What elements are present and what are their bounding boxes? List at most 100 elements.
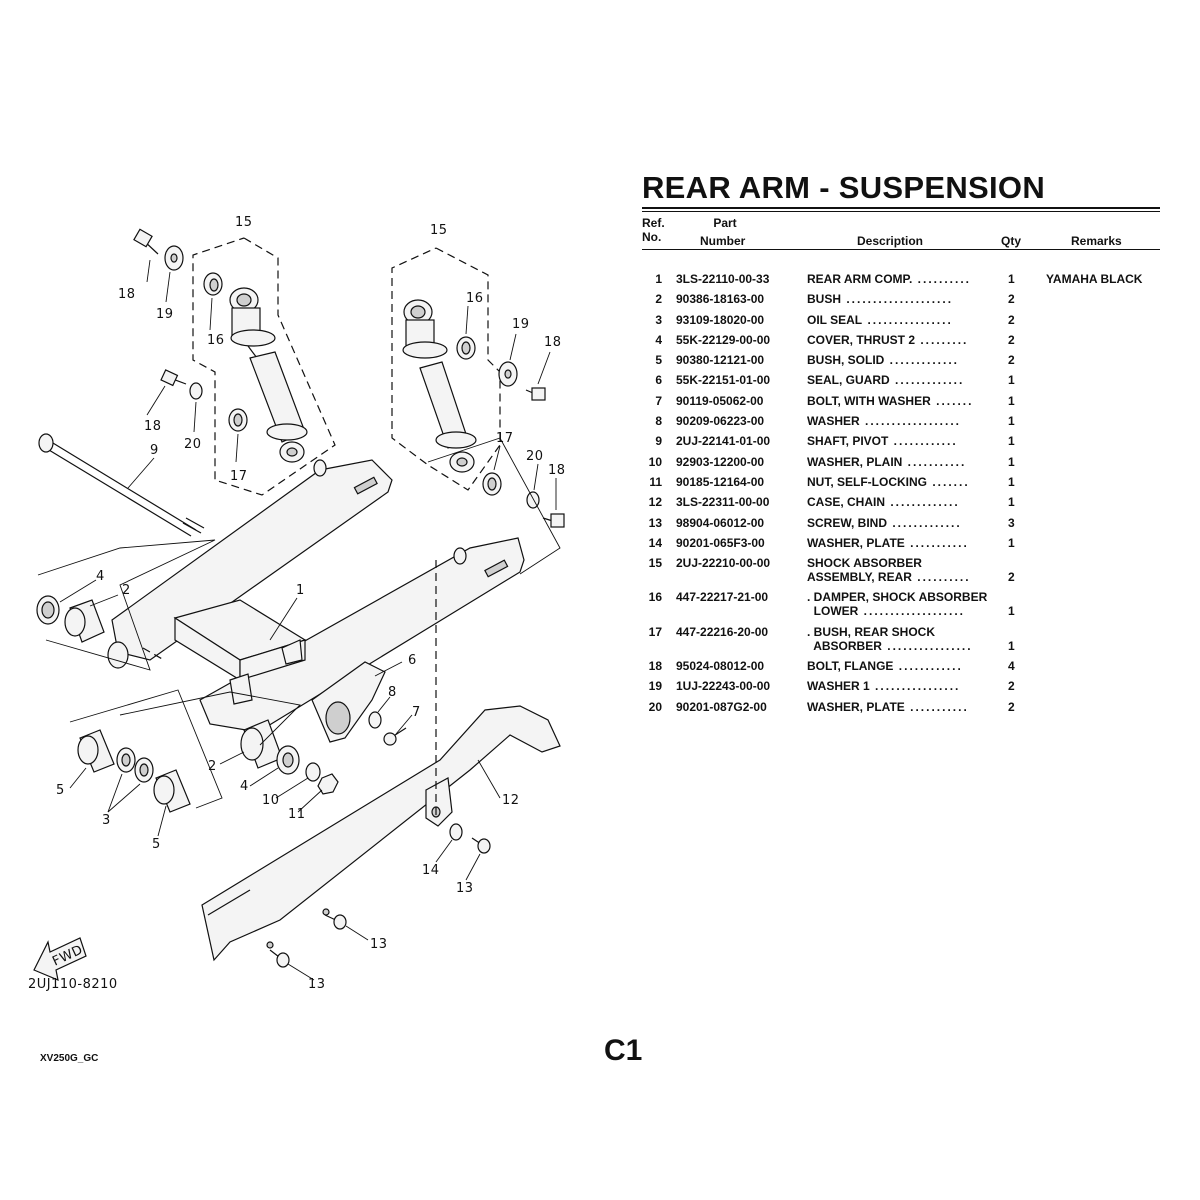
quantity: 1 bbox=[1008, 474, 1015, 489]
description-line: . DAMPER, SHOCK ABSORBER bbox=[807, 590, 988, 605]
part-description: SHAFT, PIVOT ............ bbox=[807, 434, 997, 448]
description-line: SEAL, GUARD ............. bbox=[807, 373, 965, 388]
part-description: WASHER, PLAIN ........... bbox=[807, 455, 997, 469]
bolt-with-washer-7 bbox=[383, 727, 407, 746]
callout-13-a: 13 bbox=[456, 881, 474, 896]
quantity: 1 bbox=[1008, 535, 1015, 550]
guard-seal-6 bbox=[311, 661, 386, 743]
part-description: COVER, THRUST 2 ......... bbox=[807, 333, 997, 347]
dot-leader: ........... bbox=[904, 535, 969, 550]
callout-20-right: 20 bbox=[526, 449, 544, 464]
dot-leader: ............. bbox=[889, 373, 965, 388]
part-number: 90386-18163-00 bbox=[676, 292, 765, 307]
washer-19-top bbox=[164, 245, 184, 271]
part-number: 90380-12121-00 bbox=[676, 353, 765, 368]
ref-number: 16 bbox=[648, 590, 662, 605]
callout-2-lower: 2 bbox=[208, 759, 217, 774]
page-number: C1 bbox=[604, 1034, 643, 1067]
dot-leader: ............ bbox=[888, 434, 958, 449]
part-description: . DAMPER, SHOCK ABSORBER LOWER .........… bbox=[807, 590, 997, 618]
description-line: WASHER, PLATE ........... bbox=[807, 535, 969, 550]
description-line: NUT, SELF-LOCKING ....... bbox=[807, 474, 970, 489]
callout-13-c: 13 bbox=[308, 977, 326, 992]
part-number: 447-22216-20-00 bbox=[676, 624, 769, 639]
thrust-cover-4-lower bbox=[276, 745, 300, 775]
ref-number: 12 bbox=[648, 495, 662, 510]
description-line: OIL SEAL ................ bbox=[807, 312, 953, 327]
quantity: 1 bbox=[1008, 454, 1015, 469]
description-line: SCREW, BIND ............. bbox=[807, 515, 962, 530]
header-rule bbox=[642, 249, 1160, 250]
part-number: 90119-05062-00 bbox=[676, 393, 764, 408]
quantity: 2 bbox=[1008, 312, 1015, 327]
leader-lines bbox=[59, 259, 557, 981]
header-part: Part bbox=[700, 216, 750, 230]
part-number: 90201-065F3-00 bbox=[676, 535, 765, 550]
callout-12: 12 bbox=[502, 793, 520, 808]
ref-number: 8 bbox=[655, 414, 662, 429]
washer-19-right bbox=[498, 361, 518, 387]
header-number: Number bbox=[700, 234, 750, 248]
dot-leader: ................ bbox=[862, 312, 953, 327]
part-description: CASE, CHAIN ............. bbox=[807, 495, 997, 509]
flange-bolt-18-right-b bbox=[542, 513, 565, 528]
ref-number: 20 bbox=[648, 699, 662, 714]
part-description: WASHER 1 ................ bbox=[807, 679, 997, 693]
parts-row: 2 90386-18163-00 BUSH ....................… bbox=[642, 292, 1162, 312]
bush-area-outline-lower bbox=[69, 689, 223, 809]
quantity: 1 bbox=[1008, 495, 1015, 510]
title-rule-thin bbox=[642, 211, 1160, 212]
oil-seal-3-b bbox=[134, 757, 154, 783]
damper-lower-right bbox=[456, 336, 476, 360]
part-description: BUSH .................... bbox=[807, 292, 997, 306]
plain-washer-10 bbox=[305, 762, 321, 782]
ref-number: 4 bbox=[655, 332, 662, 347]
ref-number: 13 bbox=[648, 515, 662, 530]
ref-number: 18 bbox=[648, 659, 662, 674]
dot-leader: ............. bbox=[887, 515, 962, 530]
plate-washer-14 bbox=[449, 823, 463, 841]
part-number: 95024-08012-00 bbox=[676, 659, 765, 674]
part-number: 447-22217-21-00 bbox=[676, 590, 769, 605]
dot-leader: ....... bbox=[930, 393, 974, 408]
description-line: WASHER, PLAIN ........... bbox=[807, 454, 967, 469]
part-number: 55K-22151-01-00 bbox=[676, 373, 771, 388]
description-line: WASHER 1 ................ bbox=[807, 679, 961, 694]
bush-2-lower bbox=[240, 719, 283, 769]
description-line: . BUSH, REAR SHOCK bbox=[807, 624, 936, 639]
description-line: BUSH .................... bbox=[807, 292, 954, 307]
callout-17-right: 17 bbox=[496, 431, 514, 446]
description-line: LOWER ................... bbox=[807, 604, 966, 619]
dot-leader: ........... bbox=[904, 699, 969, 714]
part-number: 93109-18020-00 bbox=[676, 312, 765, 327]
callout-10: 10 bbox=[262, 793, 280, 808]
callout-17-left: 17 bbox=[230, 469, 248, 484]
bush-2-upper-end bbox=[107, 641, 129, 669]
callout-13-b: 13 bbox=[370, 937, 388, 952]
dot-leader: .......... bbox=[911, 570, 971, 585]
pivot-shaft bbox=[38, 433, 205, 537]
part-description: SEAL, GUARD ............. bbox=[807, 373, 997, 387]
part-number: 1UJ-22243-00-00 bbox=[676, 679, 771, 694]
part-description: BOLT, FLANGE ............ bbox=[807, 659, 997, 673]
callout-8: 8 bbox=[388, 685, 397, 700]
callout-5-right: 5 bbox=[152, 837, 161, 852]
callout-4-upper: 4 bbox=[96, 569, 105, 584]
ref-number: 5 bbox=[655, 353, 662, 368]
ref-number: 2 bbox=[655, 292, 662, 307]
dot-leader: ................ bbox=[881, 638, 973, 653]
callout-18-right-b: 18 bbox=[548, 463, 566, 478]
part-description: . BUSH, REAR SHOCK ABSORBER ............… bbox=[807, 625, 997, 653]
bind-screw-13-a bbox=[471, 837, 491, 854]
parts-row: 16 447-22217-21-00 . DAMPER, SHOCK ABSORBE… bbox=[642, 590, 1162, 624]
quantity: 2 bbox=[1008, 292, 1015, 307]
